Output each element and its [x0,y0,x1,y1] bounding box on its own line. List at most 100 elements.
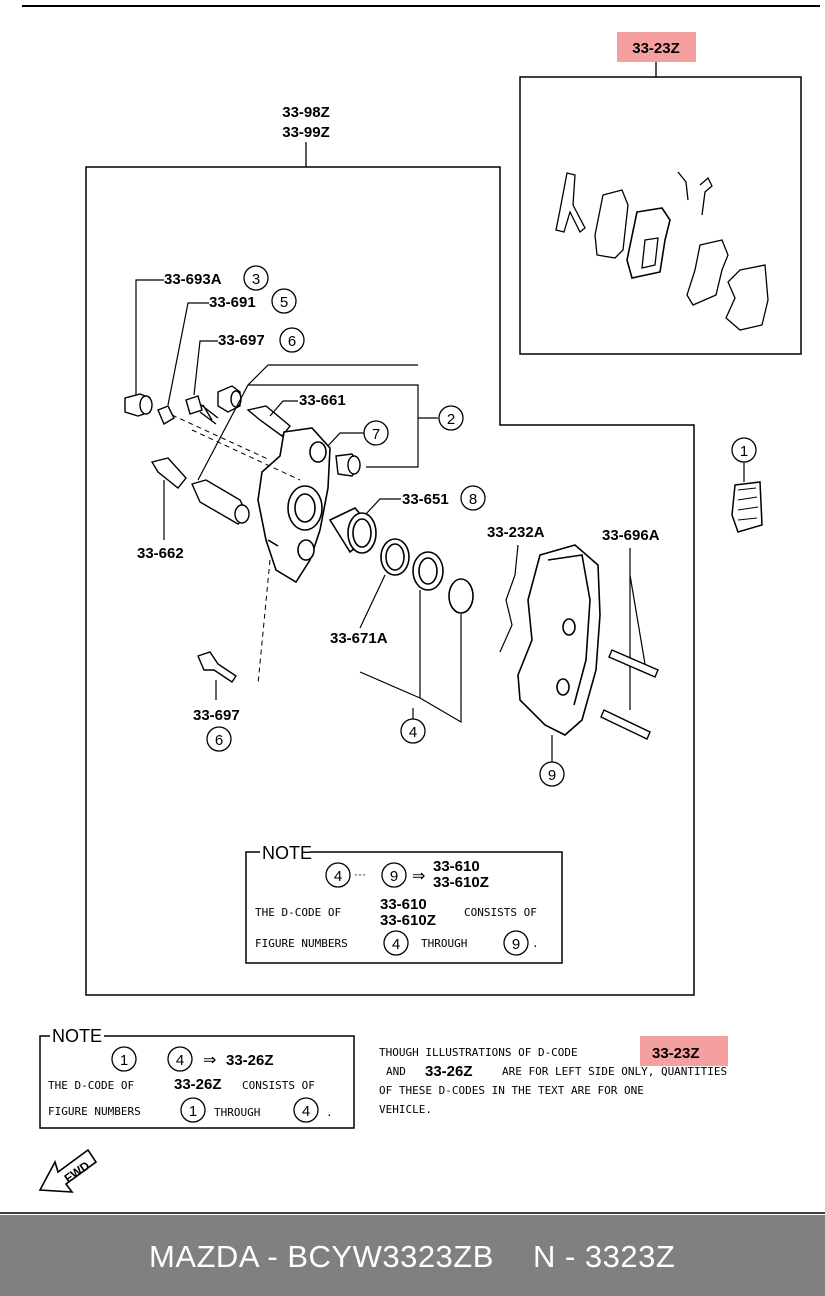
svg-text:1: 1 [189,1103,197,1120]
parts-diagram: 33-23Z 33-98Z 33-99Z 1 33-693A 3 33-691 … [0,5,825,1214]
outer-note-to: 4 [167,1046,193,1072]
outer-note-line3-prefix: FIGURE NUMBERS [48,1105,141,1118]
inner-note-title: NOTE [262,843,312,863]
label-33-232A: 33-232A [487,524,545,541]
label-33-697-top: 33-697 [218,332,265,349]
footer-brand-part-number: MAZDA - BCYW3323ZB [149,1239,494,1274]
svg-text:9: 9 [390,868,398,885]
svg-text:2: 2 [447,411,455,428]
label-caliper-assy-1: 33-98Z [282,104,330,121]
leader-callout-7 [325,432,364,449]
label-33-691: 33-691 [209,294,256,311]
side-note-l4: VEHICLE. [379,1103,432,1116]
label-33-696A: 33-696A [602,527,660,544]
inner-note-line3-from: 4 [383,930,409,956]
caliper-body [257,427,331,584]
outer-note-arrow: ⇒ [203,1052,216,1069]
inner-note-line2-code1: 33-610 [380,896,427,913]
pad-part-1 [731,481,763,533]
outer-note-line3-from: 1 [180,1097,206,1123]
inner-note-box [245,851,563,964]
callout-2: 2 [438,405,464,431]
leader-33-671A [359,574,462,724]
svg-text:3: 3 [252,271,260,288]
svg-text:6: 6 [215,732,223,749]
svg-text:4: 4 [302,1103,310,1120]
inner-note-line3-prefix: FIGURE NUMBERS [255,937,348,950]
svg-text:4: 4 [409,724,417,741]
callout-1: 1 [731,437,757,463]
label-33-662: 33-662 [137,545,184,562]
bracket-2-left-leader [197,364,269,481]
side-note-l2-code: 33-26Z [425,1063,473,1080]
label-33-661: 33-661 [299,392,346,409]
side-note-highlight [640,1036,728,1066]
outer-note-from: 1 [111,1046,137,1072]
outer-note-title: NOTE [52,1026,102,1046]
svg-text:1: 1 [740,443,748,460]
label-33-693A: 33-693A [164,271,222,288]
callout-6-top: 6 [279,327,305,353]
svg-text:4: 4 [334,868,342,885]
callout-4: 4 [400,718,426,744]
inner-note-from: 4 [325,862,351,888]
callout-3: 3 [243,265,269,291]
leader-33-691 [167,302,209,406]
svg-text:4: 4 [392,936,400,953]
side-note-l3: OF THESE D-CODES IN THE TEXT ARE FOR ONE [379,1084,644,1097]
label-33-651: 33-651 [402,491,449,508]
svg-text:9: 9 [512,936,520,953]
callout-8: 8 [460,485,486,511]
inner-note-line3-mid: THROUGH [421,937,467,950]
outer-note-line3-end: . [326,1106,333,1119]
piston-and-seals [328,507,474,614]
leader-33-696A [629,548,646,710]
inner-note-line3-end: . [532,937,539,950]
callout-6-bottom: 6 [206,726,232,752]
side-note-l2-suffix: ARE FOR LEFT SIDE ONLY, QUANTITIES [502,1065,727,1078]
footer-short-code: N - 3323Z [533,1239,676,1274]
bracket-2-lines [248,364,438,468]
outer-caliper [517,544,601,736]
inner-note-to: 9 [381,862,407,888]
pad-kit-highlight [617,32,696,62]
outer-note-box [39,1035,355,1129]
outer-note-line2-suffix: CONSISTS OF [242,1079,315,1092]
inner-note-code1: 33-610 [433,858,480,875]
side-note-l1-code: 33-23Z [652,1045,700,1062]
inner-note-line2-prefix: THE D-CODE OF [255,906,341,919]
outer-note-line3-to: 4 [293,1097,319,1123]
callout-9: 9 [539,761,565,787]
footer-bar: MAZDA - BCYW3323ZB N - 3323Z [0,1215,825,1296]
inner-note-code2: 33-610Z [433,874,489,891]
pad-kit-parts [555,171,769,331]
side-note-l1-prefix: THOUGH ILLUSTRATIONS OF D-CODE [379,1046,578,1059]
svg-text:6: 6 [288,333,296,350]
label-pad-kit: 33-23Z [632,40,680,57]
outer-note-line3-mid: THROUGH [214,1106,260,1119]
svg-text:8: 8 [469,491,477,508]
inner-note-line2-code2: 33-610Z [380,912,436,929]
pad-kit-box [519,76,802,355]
leader-33-232A [499,544,519,653]
inner-note-arrow: ⇒ [412,868,425,885]
pad-part-1-detail [737,487,759,521]
leader-33-651 [364,498,401,516]
outer-note-line2-code: 33-26Z [174,1076,222,1093]
inner-note-dots: ··· [354,867,366,881]
pins [600,649,659,740]
callout-7: 7 [363,420,389,446]
leader-33-697-top [193,340,218,396]
outer-note-line2-prefix: THE D-CODE OF [48,1079,134,1092]
outer-note-code: 33-26Z [226,1052,274,1069]
svg-text:7: 7 [372,426,380,443]
leader-33-693A [135,279,164,395]
inner-note-line3-to: 9 [503,930,529,956]
svg-text:5: 5 [280,294,288,311]
label-33-671A: 33-671A [330,630,388,647]
bottom-bolt [197,651,237,683]
fwd-arrow-icon: FWD [38,1148,98,1193]
leader-33-661 [269,400,298,417]
side-note-l2-prefix: AND [386,1065,406,1078]
caliper-assy-outline [85,166,695,996]
